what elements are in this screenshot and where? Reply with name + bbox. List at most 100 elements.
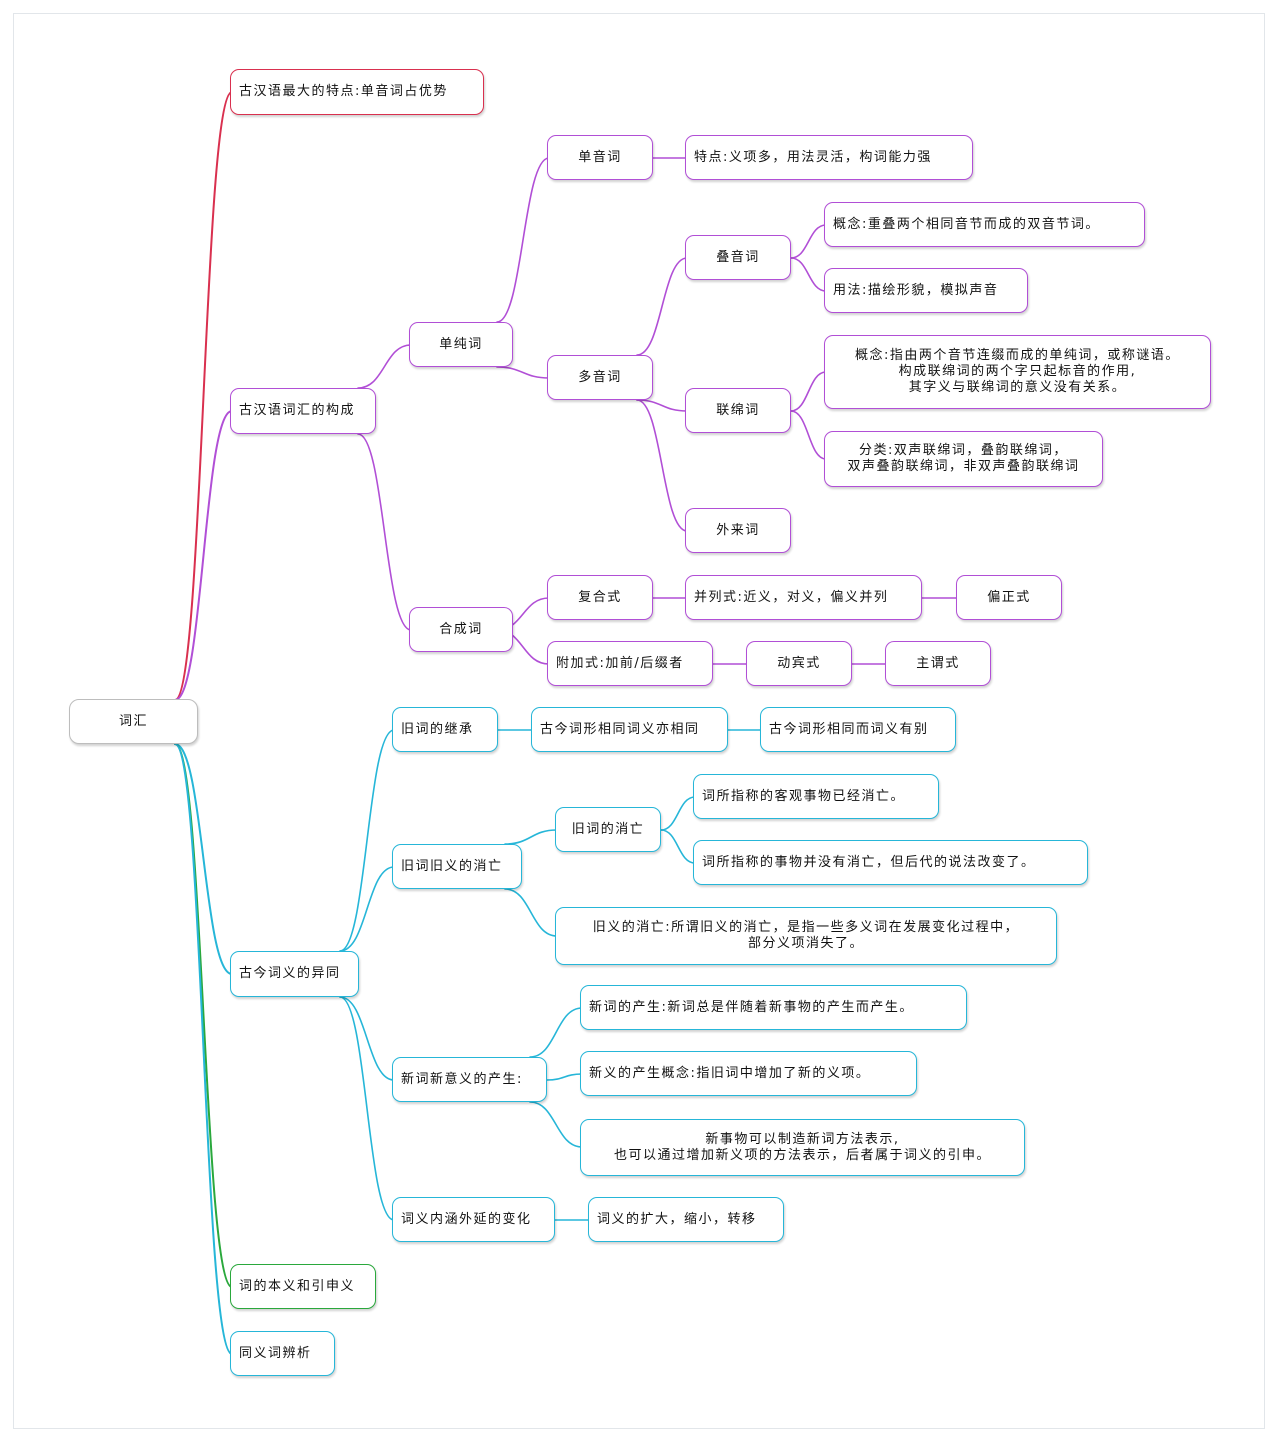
scope-node[interactable]: 词义内涵外延的变化	[392, 1197, 555, 1242]
monosyllabic-desc: 特点:义项多，用法灵活，构词能力强	[694, 149, 932, 165]
old-word-vanish-b-node[interactable]: 词所指称的事物并没有消亡，但后代的说法改变了。	[693, 840, 1088, 885]
subject-predicate-node[interactable]: 主谓式	[885, 641, 991, 686]
connector-line	[790, 410, 827, 460]
simple-word-node[interactable]: 单纯词	[409, 322, 513, 367]
reduplicated-label: 叠音词	[716, 249, 760, 265]
inherit-same-label: 古今词形相同词义亦相同	[540, 721, 700, 737]
root-node[interactable]: 词汇	[69, 699, 198, 744]
binome-classes-line: 分类:双声联绵词，叠韵联绵词，	[859, 443, 1068, 458]
loanword-label: 外来词	[716, 522, 760, 538]
simple-word-label: 单纯词	[439, 336, 483, 352]
connector-line	[174, 743, 233, 975]
binome-concept-node[interactable]: 概念:指由两个音节连缀而成的单纯词，或称谜语。 构成联绵词的两个字只起标音的作用…	[824, 335, 1211, 409]
canvas-frame	[13, 13, 1265, 1429]
new-word-node[interactable]: 新词的产生:新词总是伴随着新事物的产生而产生。	[580, 985, 967, 1030]
connector-line	[636, 399, 688, 412]
new-meaning-note-line: 也可以通过增加新义项的方法表示，后者属于词义的引申。	[613, 1147, 991, 1163]
binome-concept-line: 其字义与联绵词的意义没有关系。	[908, 380, 1127, 395]
change-node[interactable]: 古今词义的异同	[230, 951, 359, 997]
composition-node[interactable]: 古汉语词汇的构成	[230, 388, 376, 434]
connector-line	[504, 829, 558, 845]
binome-classes-node[interactable]: 分类:双声联绵词，叠韵联绵词， 双声叠韵联绵词，非双声叠韵联绵词	[824, 431, 1103, 487]
new-meaning-note-node[interactable]: 新事物可以制造新词方法表示, 也可以通过增加新义项的方法表示，后者属于词义的引申…	[580, 1119, 1025, 1176]
monosyllabic-desc-node[interactable]: 特点:义项多，用法灵活，构词能力强	[685, 135, 973, 180]
feature-label: 古汉语最大的特点:单音词占优势	[239, 84, 448, 99]
connector-line	[660, 796, 696, 831]
old-word-vanish-label: 旧词的消亡	[571, 821, 645, 837]
new-meaning-note-line: 新事物可以制造新词方法表示,	[705, 1131, 900, 1147]
monosyllabic-node[interactable]: 单音词	[547, 135, 653, 180]
new-meaning-label: 新义的产生概念:指旧词中增加了新的义项。	[589, 1065, 871, 1081]
emerge-node[interactable]: 新词新意义的产生:	[392, 1057, 547, 1102]
old-word-vanish-a: 词所指称的客观事物已经消亡。	[702, 788, 906, 804]
scope-desc-node[interactable]: 词义的扩大，缩小，转移	[588, 1197, 784, 1242]
loanword-node[interactable]: 外来词	[685, 508, 791, 553]
inherit-diff-label: 古今词形相同而词义有别	[769, 721, 929, 737]
complex-form-node[interactable]: 复合式	[547, 575, 653, 620]
connector-line	[790, 224, 827, 259]
old-word-vanish-a-node[interactable]: 词所指称的客观事物已经消亡。	[693, 774, 939, 819]
extended-meaning-label: 词的本义和引申义	[239, 1278, 356, 1294]
old-word-vanish-b: 词所指称的事物并没有消亡，但后代的说法改变了。	[702, 854, 1036, 870]
inherit-same-node[interactable]: 古今词形相同词义亦相同	[531, 707, 728, 752]
new-meaning-node[interactable]: 新义的产生概念:指旧词中增加了新的义项。	[580, 1051, 917, 1096]
binome-concept-line: 概念:指由两个音节连缀而成的单纯词，或称谜语。	[855, 348, 1180, 363]
modifier-form-label: 偏正式	[987, 589, 1031, 605]
connector-line	[790, 257, 827, 292]
complex-form-label: 复合式	[578, 589, 622, 605]
scope-label: 词义内涵外延的变化	[401, 1211, 532, 1227]
inherit-label: 旧词的继承	[401, 721, 474, 737]
binome-label: 联绵词	[716, 402, 760, 418]
coordinate-form-node[interactable]: 并列式:近义，对义，偏义并列	[685, 575, 922, 620]
new-word-label: 新词的产生:新词总是伴随着新事物的产生而产生。	[589, 999, 914, 1015]
connector-line	[529, 1101, 583, 1148]
connector-line	[529, 1007, 583, 1058]
connector-line	[339, 996, 395, 1081]
feature-node[interactable]: 古汉语最大的特点:单音词占优势	[230, 69, 484, 115]
composition-label: 古汉语词汇的构成	[239, 403, 356, 418]
emerge-label: 新词新意义的产生:	[401, 1071, 523, 1087]
polysyllabic-label: 多音词	[578, 369, 622, 385]
connector-line	[339, 996, 395, 1221]
connector-line	[339, 729, 395, 952]
synonyms-label: 同义词辨析	[239, 1345, 312, 1361]
extended-meaning-node[interactable]: 词的本义和引申义	[230, 1264, 376, 1309]
old-meaning-line: 旧义的消亡:所谓旧义的消亡，是指一些多义词在发展变化过程中，	[592, 920, 1020, 935]
connector-line	[546, 1073, 583, 1081]
connector-line	[357, 433, 412, 631]
connector-line	[357, 344, 412, 389]
connector-line	[504, 888, 558, 937]
vanish-label: 旧词旧义的消亡	[401, 858, 503, 874]
reduplicated-usage-node[interactable]: 用法:描绘形貌，模拟声音	[824, 268, 1028, 313]
connector-line	[790, 371, 827, 412]
binome-classes-line: 双声叠韵联绵词，非双声叠韵联绵词	[847, 459, 1080, 474]
polysyllabic-node[interactable]: 多音词	[547, 355, 653, 400]
affix-form-node[interactable]: 附加式:加前/后缀者	[547, 641, 713, 686]
compound-word-label: 合成词	[439, 621, 483, 637]
reduplicated-concept-node[interactable]: 概念:重叠两个相同音节而成的双音节词。	[824, 202, 1145, 247]
synonyms-node[interactable]: 同义词辨析	[230, 1331, 335, 1376]
inherit-node[interactable]: 旧词的继承	[392, 707, 498, 752]
connector-line	[174, 743, 233, 1355]
vanish-node[interactable]: 旧词旧义的消亡	[392, 844, 522, 889]
old-meaning-vanish-node[interactable]: 旧义的消亡:所谓旧义的消亡，是指一些多义词在发展变化过程中， 部分义项消失了。	[555, 907, 1057, 965]
binome-node[interactable]: 联绵词	[685, 388, 791, 433]
coordinate-form-label: 并列式:近义，对义，偏义并列	[694, 589, 889, 605]
connector-line	[496, 366, 550, 379]
connector-line	[660, 829, 696, 864]
verb-object-node[interactable]: 动宾式	[746, 641, 852, 686]
subject-predicate-label: 主谓式	[916, 655, 960, 671]
monosyllabic-label: 单音词	[578, 149, 622, 165]
change-label: 古今词义的异同	[239, 966, 341, 981]
connector-line	[174, 743, 233, 1288]
connector-line	[496, 157, 550, 323]
compound-word-node[interactable]: 合成词	[409, 607, 513, 652]
connector-line	[636, 399, 688, 532]
verb-object-label: 动宾式	[777, 655, 821, 671]
reduplicated-usage: 用法:描绘形貌，模拟声音	[833, 282, 999, 298]
inherit-diff-node[interactable]: 古今词形相同而词义有别	[760, 707, 956, 752]
reduplicated-concept: 概念:重叠两个相同音节而成的双音节词。	[833, 216, 1100, 232]
modifier-form-node[interactable]: 偏正式	[956, 575, 1062, 620]
old-word-vanish-node[interactable]: 旧词的消亡	[555, 807, 661, 852]
reduplicated-node[interactable]: 叠音词	[685, 235, 791, 280]
